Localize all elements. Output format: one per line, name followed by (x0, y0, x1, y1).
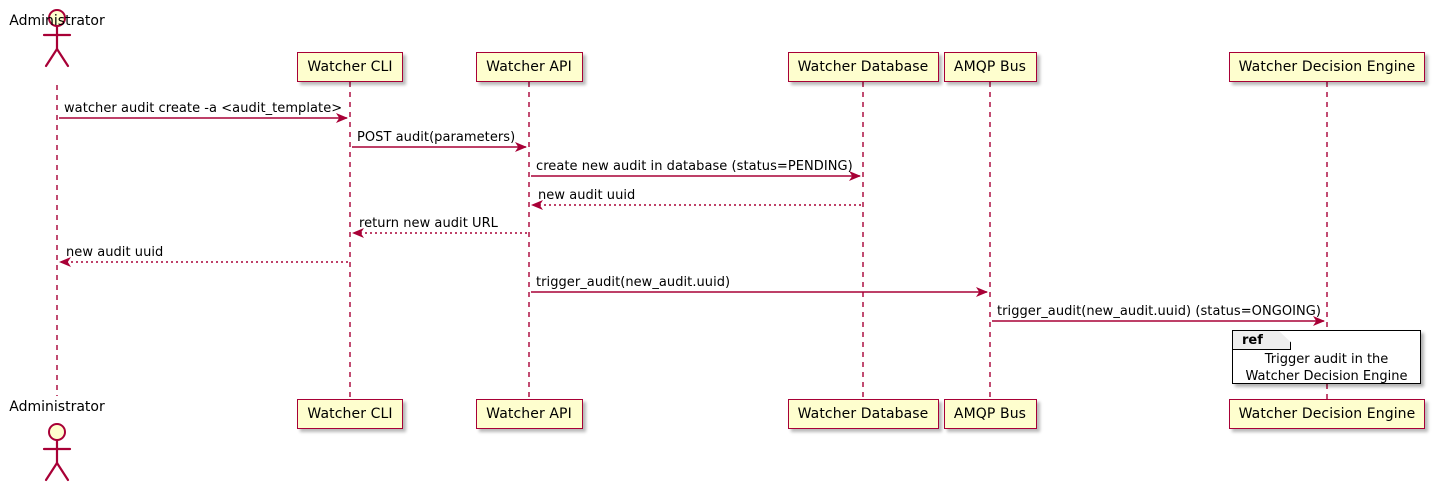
participant-box-watcher-cli-bottom[interactable]: Watcher CLI (297, 399, 403, 429)
actor-label-administrator-top: Administrator (9, 13, 105, 29)
ref-fragment-line-1: Trigger audit in the (1264, 352, 1389, 367)
participant-box-watcher-decision-engine-top[interactable]: Watcher Decision Engine (1229, 52, 1425, 82)
message-label-8: trigger_audit(new_audit.uuid) (status=ON… (997, 304, 1322, 319)
participant-label: Watcher API (486, 406, 572, 422)
participant-box-watcher-database-top[interactable]: Watcher Database (787, 52, 939, 82)
ref-fragment-line-2: Watcher Decision Engine (1245, 369, 1408, 384)
message-label-4: new audit uuid (538, 188, 636, 203)
participant-box-watcher-api-top[interactable]: Watcher API (475, 52, 583, 82)
participant-label: AMQP Bus (953, 59, 1027, 75)
message-label-3: create new audit in database (status=PEN… (536, 159, 853, 174)
arrows-group (59, 113, 1325, 326)
participant-label: Watcher CLI (307, 406, 393, 422)
message-label-7: trigger_audit(new_audit.uuid) (536, 275, 731, 290)
participant-box-watcher-database-bottom[interactable]: Watcher Database (787, 399, 939, 429)
participant-label: Watcher API (486, 59, 572, 75)
participant-box-amqp-bus-bottom[interactable]: AMQP Bus (943, 399, 1037, 429)
message-label-2: POST audit(parameters) (357, 130, 516, 145)
participant-label: Watcher Decision Engine (1238, 59, 1416, 75)
participant-label: Watcher Decision Engine (1238, 406, 1416, 422)
actor-figure-administrator (42, 9, 72, 68)
participant-label: AMQP Bus (953, 406, 1027, 422)
participant-label: Watcher Database (797, 406, 929, 422)
participant-box-watcher-cli-top[interactable]: Watcher CLI (297, 52, 403, 82)
actor-figure-administrator (42, 423, 72, 482)
message-label-1: watcher audit create -a <audit_template> (64, 101, 343, 116)
ref-fragment-tab-label: ref (1233, 331, 1291, 350)
participant-box-amqp-bus-top[interactable]: AMQP Bus (943, 52, 1037, 82)
participant-label: Watcher CLI (307, 59, 393, 75)
participant-box-watcher-decision-engine-bottom[interactable]: Watcher Decision Engine (1229, 399, 1425, 429)
actor-figures-group (42, 9, 72, 482)
message-label-6: new audit uuid (66, 245, 164, 260)
lifelines-group (56, 82, 1328, 399)
participant-label: Watcher Database (797, 59, 929, 75)
actor-label-administrator-bottom: Administrator (9, 399, 105, 415)
message-label-5: return new audit URL (359, 216, 498, 231)
participant-box-watcher-api-bottom[interactable]: Watcher API (475, 399, 583, 429)
